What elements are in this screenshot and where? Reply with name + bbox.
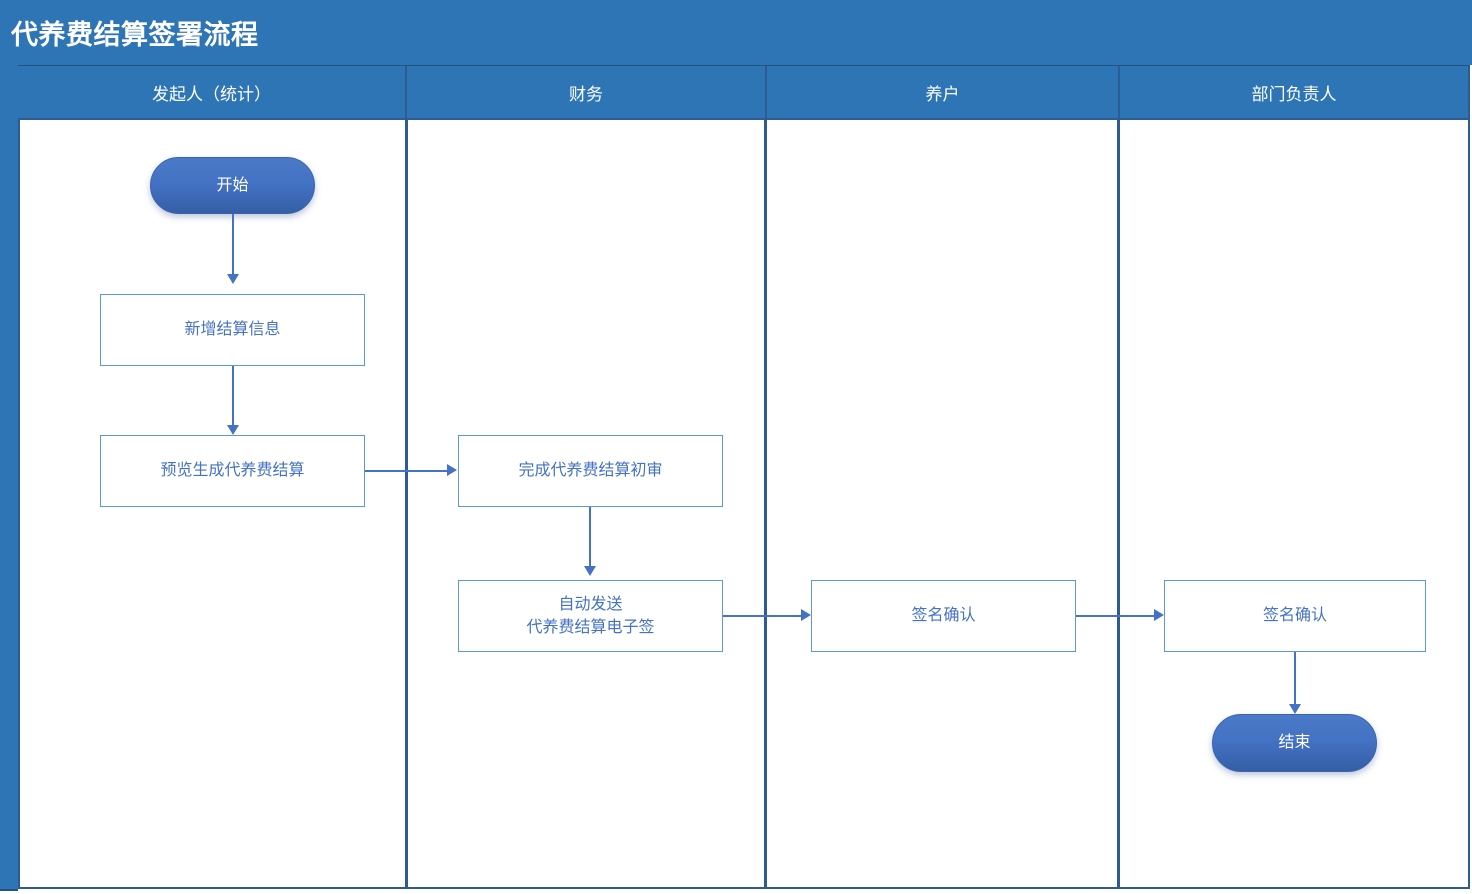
node-finance-review[interactable]: 完成代养费结算初审 bbox=[458, 435, 723, 507]
connector-preview-to-review bbox=[365, 470, 447, 472]
node-manager-sign[interactable]: 签名确认 bbox=[1164, 580, 1426, 652]
title-bar: 代养费结算签署流程 bbox=[0, 0, 1472, 65]
node-farmer-sign[interactable]: 签名确认 bbox=[811, 580, 1076, 652]
lane-header-initiator: 发起人（统计） bbox=[18, 66, 407, 118]
connector-start-to-add bbox=[232, 214, 234, 276]
node-auto-send-line1: 自动发送 bbox=[558, 595, 623, 613]
node-auto-send[interactable]: 自动发送 代养费结算电子签 bbox=[458, 580, 723, 652]
connector-manager-to-end bbox=[1294, 652, 1296, 707]
page-title: 代养费结算签署流程 bbox=[11, 20, 259, 50]
arrowhead-start-to-add-icon bbox=[227, 274, 239, 284]
lane-divider-1 bbox=[405, 120, 408, 887]
lane-header-manager: 部门负责人 bbox=[1120, 66, 1468, 118]
node-end[interactable]: 结束 bbox=[1212, 714, 1377, 772]
connector-add-to-preview bbox=[232, 366, 234, 428]
node-add-settlement[interactable]: 新增结算信息 bbox=[100, 294, 365, 366]
arrowhead-autosend-to-farmer-icon bbox=[801, 609, 811, 621]
lane-divider-2 bbox=[764, 120, 767, 887]
connector-farmer-to-manager bbox=[1076, 615, 1155, 617]
node-preview-generate[interactable]: 预览生成代养费结算 bbox=[100, 435, 365, 507]
arrowhead-add-to-preview-icon bbox=[227, 425, 239, 435]
connector-autosend-to-farmer bbox=[723, 615, 802, 617]
arrowhead-review-to-autosend-icon bbox=[584, 566, 596, 576]
arrowhead-farmer-to-manager-icon bbox=[1154, 609, 1164, 621]
connector-review-to-autosend bbox=[589, 507, 591, 569]
arrowhead-preview-to-review-icon bbox=[447, 464, 457, 476]
arrowhead-manager-to-end-icon bbox=[1289, 704, 1301, 714]
pool-left-rail bbox=[0, 65, 18, 891]
node-start[interactable]: 开始 bbox=[150, 157, 315, 214]
lane-header-row: 发起人（统计） 财务 养户 部门负责人 bbox=[18, 65, 1470, 120]
lane-header-finance: 财务 bbox=[407, 66, 767, 118]
node-auto-send-line2: 代养费结算电子签 bbox=[526, 619, 655, 636]
lane-divider-3 bbox=[1117, 120, 1120, 887]
lane-header-farmer: 养户 bbox=[767, 66, 1120, 118]
